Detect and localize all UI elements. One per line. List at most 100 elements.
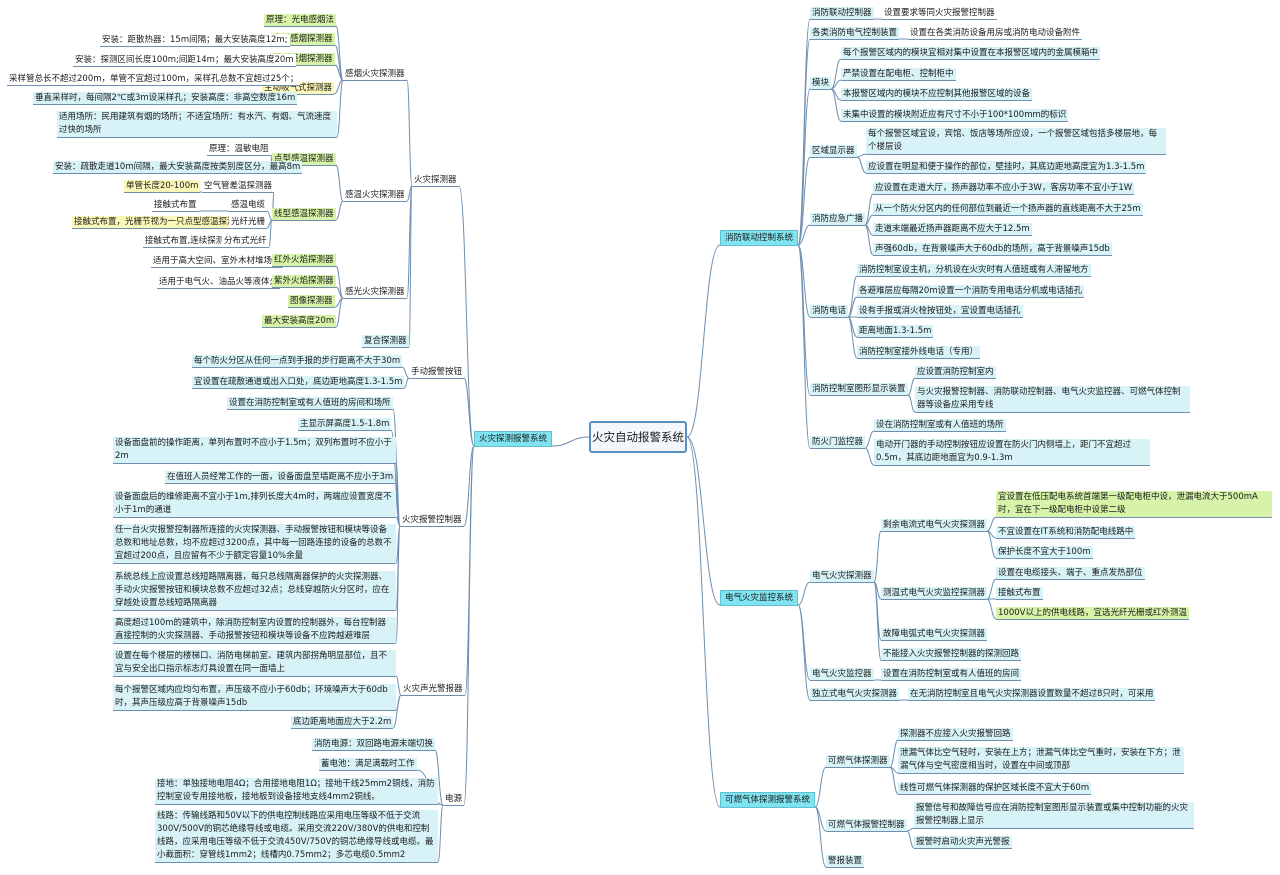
node-smoke-detector[interactable]: 感烟火灾探测器 <box>343 68 407 81</box>
phone-rule-4: 距离地面1.3-1.5m <box>857 325 934 338</box>
ir-flame-detector: 红外火焰探测器 <box>272 254 336 267</box>
branch-gas-system[interactable]: 可燃气体探测报警系统 <box>720 792 816 808</box>
connector-P0-P1 <box>434 749 444 806</box>
flame-max-height: 最大安装高度20m <box>262 315 337 328</box>
branch-detector-system[interactable]: 火灾探测报警系统 <box>474 431 553 447</box>
branch-electrical-fire-system[interactable]: 电气火灾监控系统 <box>720 590 799 606</box>
broadcast-rule-3: 走道末端最近扬声器距离不应大于12.5m <box>873 223 1032 236</box>
connector-C0-C4 <box>394 482 401 527</box>
controller-rule-5: 设备面盘后的维修距离不宜小于1m,排列长度大4m时，两端应设置宽度不小于1m的通… <box>113 491 396 518</box>
connector-F0-F4 <box>335 297 344 328</box>
gas-detector[interactable]: 可燃气体探测器 <box>826 755 890 768</box>
connector-TP-TP3 <box>986 598 997 620</box>
standalone-detector[interactable]: 独立式电气火灾探测器 <box>810 688 900 701</box>
connector-L0-L1 <box>458 185 475 447</box>
connector-R0-PH <box>797 244 811 318</box>
gas-detector-rule-3: 线性可燃气体探测器的保护区域长度不宜大于60m <box>898 782 1092 795</box>
image-detector: 图像探测器 <box>288 295 335 308</box>
phone-rule-3: 设有手报或消火栓按钮处，宜设置电话插孔 <box>857 305 1023 318</box>
uv-note: 适用于电气火、油品火等液体火 <box>157 276 281 289</box>
electric-control-device[interactable]: 各类消防电气控制装置 <box>810 27 900 40</box>
air-tube-detector: 空气管差温探测器 <box>202 180 275 193</box>
connector-R0-DS <box>797 156 811 246</box>
controller-rule-8: 高度超过100m的建筑中，除消防控制室内设置的控制器外，每台控制器直接控制的火灾… <box>113 617 396 644</box>
connector-E1-NL <box>873 581 882 661</box>
door-rule-2: 电动开门器的手动控制按钮应设置在防火门内侧墙上，距门不宜超过0.5m，其底边距地… <box>874 439 1150 466</box>
temp-rule-2: 接触式布置 <box>996 587 1043 600</box>
connector-H2-H2f <box>266 219 273 229</box>
sounder-rule-3: 底边距离地面应大于2.2m <box>291 716 394 729</box>
temp-detector[interactable]: 测温式电气火灾监控探测器 <box>881 587 988 600</box>
connector-H0-H2 <box>335 200 344 221</box>
node-area-display[interactable]: 区域显示器 <box>810 145 857 158</box>
branch-fire-detectors[interactable]: 火灾探测器 <box>412 174 459 187</box>
node-graphic-display[interactable]: 消防控制室图形显示装置 <box>810 383 908 396</box>
broadcast-rule-2: 从一个防火分区内的任何部位到最近一个扬声器的直线距离不大于25m <box>873 203 1143 216</box>
distributed-note: 接触式布置,连续探测 <box>143 235 227 248</box>
connector-L1-S0 <box>406 79 413 187</box>
connector-S0-S5 <box>336 79 344 138</box>
temp-rule-3: 1000V以上的供电线路，宜选光纤光栅或红外测温 <box>996 607 1189 620</box>
aspirating-note-1: 采样管总长不超过200m，单管不宜超过100m，采样孔总数不宜超过25个； <box>7 73 301 86</box>
connector-C0-C5 <box>395 516 401 527</box>
residual-rule-1: 宜设置在低压配电系统首端第一级配电柜中设，泄漏电流大于500mA时，宜在下一级配… <box>996 491 1272 518</box>
electric-control-rule: 设置在各类消防设备用房或消防电动设备附件 <box>908 27 1083 40</box>
smoke-point-install: 安装：距散热器：15m间隔；最大安装高度12m; <box>100 34 290 47</box>
connector-BC-BC1 <box>864 193 874 226</box>
connector-P0-P3 <box>437 803 444 806</box>
heat-install: 安装：疏散走道10m间隔，最大安装高度按类别度区分，最高8m <box>53 161 303 174</box>
gas-detector-rule-2: 泄漏气体比空气轻时，安装在上方；泄漏气体比空气重时，安装在下方；泄漏气体与空气密… <box>898 747 1184 774</box>
electrical-fire-detector[interactable]: 电气火灾探测器 <box>810 570 874 583</box>
branch-power[interactable]: 电源 <box>443 793 465 806</box>
branch-linkage-system[interactable]: 消防联动控制系统 <box>720 230 799 246</box>
standalone-rule: 在无消防控制室且电气火灾探测器设置数量不超过8只时，可采用 <box>908 688 1156 701</box>
connector-A0-A1 <box>395 675 402 696</box>
connector-C0-C8 <box>395 525 401 644</box>
smoke-principle: 原理：光电感烟法 <box>264 14 337 27</box>
gas-alarm-device: 警报装置 <box>826 855 865 868</box>
node-module[interactable]: 模块 <box>810 77 832 90</box>
node-flame-detector[interactable]: 感光火灾探测器 <box>343 286 407 299</box>
branch-alarm-controller[interactable]: 火灾报警控制器 <box>400 514 464 527</box>
connector-G1-G1a <box>889 739 899 768</box>
node-heat-detector[interactable]: 感温火灾探测器 <box>343 189 407 202</box>
connector-M0-M2 <box>403 377 410 389</box>
controller-rule-2: 主显示屏高度1.5-1.8m <box>298 418 392 431</box>
connector-L1-CP <box>408 185 413 348</box>
display-rule-2: 应设置在明显和便于操作的部位，壁挂时，其底边距地高度宜为1.3-1.5m <box>866 161 1147 174</box>
connector-R0-GD <box>797 244 811 396</box>
connector-L1-F0 <box>406 185 413 299</box>
connector-RS-RS3 <box>986 530 997 559</box>
electrical-monitor[interactable]: 电气火灾监控器 <box>810 668 874 681</box>
connector-ROOT-L0 <box>551 436 590 447</box>
distributed-fiber: 分布式光纤 <box>222 235 269 248</box>
heat-cable: 感温电缆 <box>229 199 268 212</box>
root-label: 火灾自动报警系统 <box>592 430 684 444</box>
controller-rule-7: 系统总线上应设置总线短路隔离器，每只总线隔离器保护的火灾探测器、手动火灾报警按钮… <box>113 571 396 611</box>
module-rule-4: 未集中设置的模块附近应有尺寸不小于100*100mm的标识 <box>841 109 1069 122</box>
branch-manual-button[interactable]: 手动报警按钮 <box>409 366 465 379</box>
phone-rule-5: 消防控制室接外线电话（专用） <box>857 346 981 359</box>
gas-controller-rule-2: 报警时启动火灾声光警报 <box>914 836 1012 849</box>
connector-S0-S1 <box>335 25 344 81</box>
linkage-controller[interactable]: 消防联动控制器 <box>810 7 874 20</box>
controller-rule-3: 设备面盘前的操作距离，单列布置时不应小于1.5m；双列布置时不应小于2m <box>113 437 396 464</box>
module-rule-2: 严禁设置在配电柜、控制柜中 <box>841 68 956 81</box>
ir-note: 适用于高大空间、室外木材堆场等 <box>151 255 283 268</box>
node-door-monitor[interactable]: 防火门监控器 <box>810 436 866 449</box>
connector-PH-PH5 <box>847 316 858 359</box>
node-fire-phone[interactable]: 消防电话 <box>810 305 849 318</box>
controller-rule-4: 在值班人员经常工作的一面，设备面盘至墙距离不应小于3m <box>165 471 396 484</box>
node-emergency-broadcast[interactable]: 消防应急广播 <box>810 213 866 226</box>
branch-sounder[interactable]: 火灾声光警报器 <box>401 683 465 696</box>
gas-detector-rule-1: 探测器不应接入火灾报警回路 <box>898 728 1013 741</box>
residual-current-detector[interactable]: 剩余电流式电气火灾探测器 <box>881 519 988 532</box>
gas-controller[interactable]: 可燃气体报警控制器 <box>826 819 907 832</box>
connector-PH-PH2 <box>847 296 858 318</box>
composite-detector: 复合探测器 <box>362 335 409 348</box>
root-node[interactable]: 火灾自动报警系统 <box>589 421 687 453</box>
contact-layout: 接触式布置 <box>152 199 199 212</box>
residual-rule-3: 保护长度不宜大于100m <box>996 546 1093 559</box>
heat-principle: 原理：温敏电阻 <box>207 143 271 156</box>
connector-DR-DR2 <box>864 447 875 466</box>
